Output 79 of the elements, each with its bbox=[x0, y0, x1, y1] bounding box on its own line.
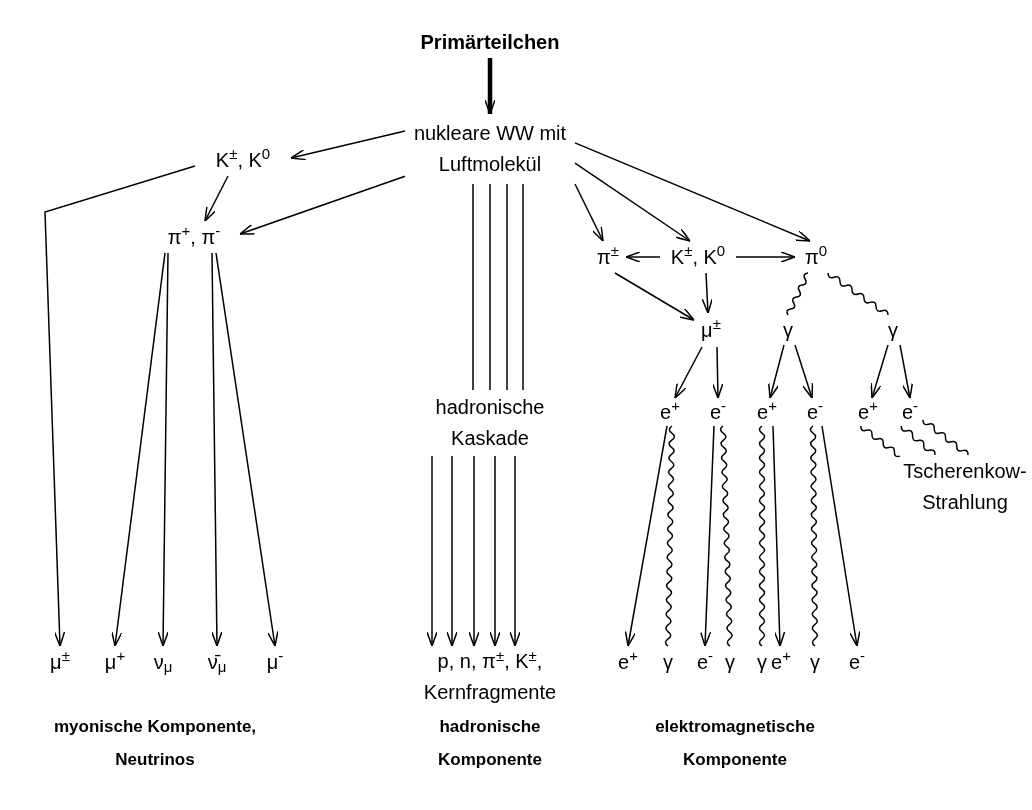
particle-label: nukleare WW mit Luftmolekül bbox=[412, 121, 568, 177]
arrow bbox=[426, 455, 438, 647]
arrow bbox=[111, 252, 166, 647]
arrow bbox=[674, 346, 703, 399]
particle-label: μ$^{-}$ bbox=[266, 646, 284, 675]
particle-label: p, n, π$^{±}$, K$^{±}$, Kernfragmente bbox=[422, 646, 558, 705]
wavy-line bbox=[664, 425, 676, 647]
arrow bbox=[870, 344, 889, 399]
line bbox=[472, 183, 474, 391]
arrow bbox=[701, 272, 714, 314]
arrow bbox=[239, 175, 406, 235]
arrow bbox=[574, 142, 811, 242]
particle-label: K$^{±}$, K$^{0}$ bbox=[215, 144, 271, 173]
arrow bbox=[712, 346, 724, 399]
arrow bbox=[614, 272, 695, 321]
particle-label: e$^{-}$ bbox=[901, 396, 919, 425]
particle-label: π$^{0}$ bbox=[804, 241, 828, 270]
arrow bbox=[574, 162, 691, 242]
arrow bbox=[446, 455, 458, 647]
arrow bbox=[772, 425, 786, 647]
particle-label: hadronische Kaskade bbox=[434, 395, 546, 451]
arrow bbox=[509, 455, 521, 647]
component-caption: myonische Komponente, Neutrinos bbox=[52, 716, 258, 771]
wavy-line bbox=[809, 425, 819, 647]
arrow bbox=[468, 455, 480, 647]
particle-label: e$^{+}$ bbox=[618, 646, 638, 675]
wavy-line bbox=[922, 419, 969, 456]
particle-label: e$^{-}$ bbox=[709, 396, 727, 425]
component-caption: hadronische Komponente bbox=[437, 716, 543, 771]
wavy-line bbox=[900, 425, 936, 456]
particle-label: γ bbox=[888, 317, 898, 343]
particle-label: γ bbox=[725, 649, 735, 675]
wavy-line bbox=[827, 272, 889, 316]
line bbox=[506, 183, 508, 391]
arrow bbox=[484, 58, 496, 115]
arrow bbox=[699, 425, 715, 647]
wavy-line bbox=[860, 425, 901, 458]
arrow bbox=[768, 344, 785, 399]
particle-label: μ$^{±}$ bbox=[50, 646, 70, 675]
particle-label: γ bbox=[783, 317, 793, 343]
particle-label: e$^{+}$ bbox=[858, 396, 878, 425]
arrow bbox=[624, 425, 668, 647]
particle-label: μ$^{+}$ bbox=[104, 646, 126, 675]
arrow bbox=[735, 251, 796, 263]
arrow bbox=[794, 344, 814, 399]
particle-label: K$^{±}$, K$^{0}$ bbox=[670, 241, 726, 270]
particle-label: e$^{-}$ bbox=[806, 396, 824, 425]
particle-label: e$^{+}$ bbox=[660, 396, 680, 425]
arrow bbox=[290, 130, 406, 161]
particle-label: e$^{-}$ bbox=[848, 646, 866, 675]
arrow bbox=[625, 251, 661, 263]
arrow bbox=[489, 455, 501, 647]
particle-label: e$^{+}$ bbox=[771, 646, 791, 675]
wavy-line bbox=[786, 272, 809, 316]
arrow bbox=[574, 183, 604, 242]
particle-label: π$^{+}$, π$^{-}$ bbox=[167, 221, 221, 250]
particle-label: ν̄$_{μ}$ bbox=[207, 649, 227, 678]
particle-label: Tscherenkow- Strahlung bbox=[902, 459, 1028, 515]
particle-label: e$^{+}$ bbox=[757, 396, 777, 425]
arrow bbox=[157, 252, 169, 647]
arrow bbox=[211, 252, 223, 647]
arrow bbox=[899, 344, 914, 399]
line bbox=[489, 183, 491, 391]
arrow bbox=[821, 425, 861, 647]
particle-label: γ bbox=[810, 649, 820, 675]
particle-label: e$^{-}$ bbox=[696, 646, 714, 675]
arrow bbox=[44, 165, 196, 647]
particle-label: γ bbox=[757, 649, 767, 675]
wavy-line bbox=[758, 425, 766, 647]
line bbox=[522, 183, 524, 391]
particle-label: ν$_{μ}$ bbox=[153, 649, 173, 678]
particle-label: μ$^{±}$ bbox=[701, 314, 721, 343]
particle-label: γ bbox=[663, 649, 673, 675]
arrow bbox=[215, 252, 279, 647]
arrow bbox=[204, 175, 229, 222]
component-caption: elektromagnetische Komponente bbox=[654, 716, 816, 771]
particle-label: π$^{±}$ bbox=[596, 241, 619, 270]
heading: Primärteilchen bbox=[420, 29, 560, 55]
wavy-line bbox=[719, 425, 733, 647]
